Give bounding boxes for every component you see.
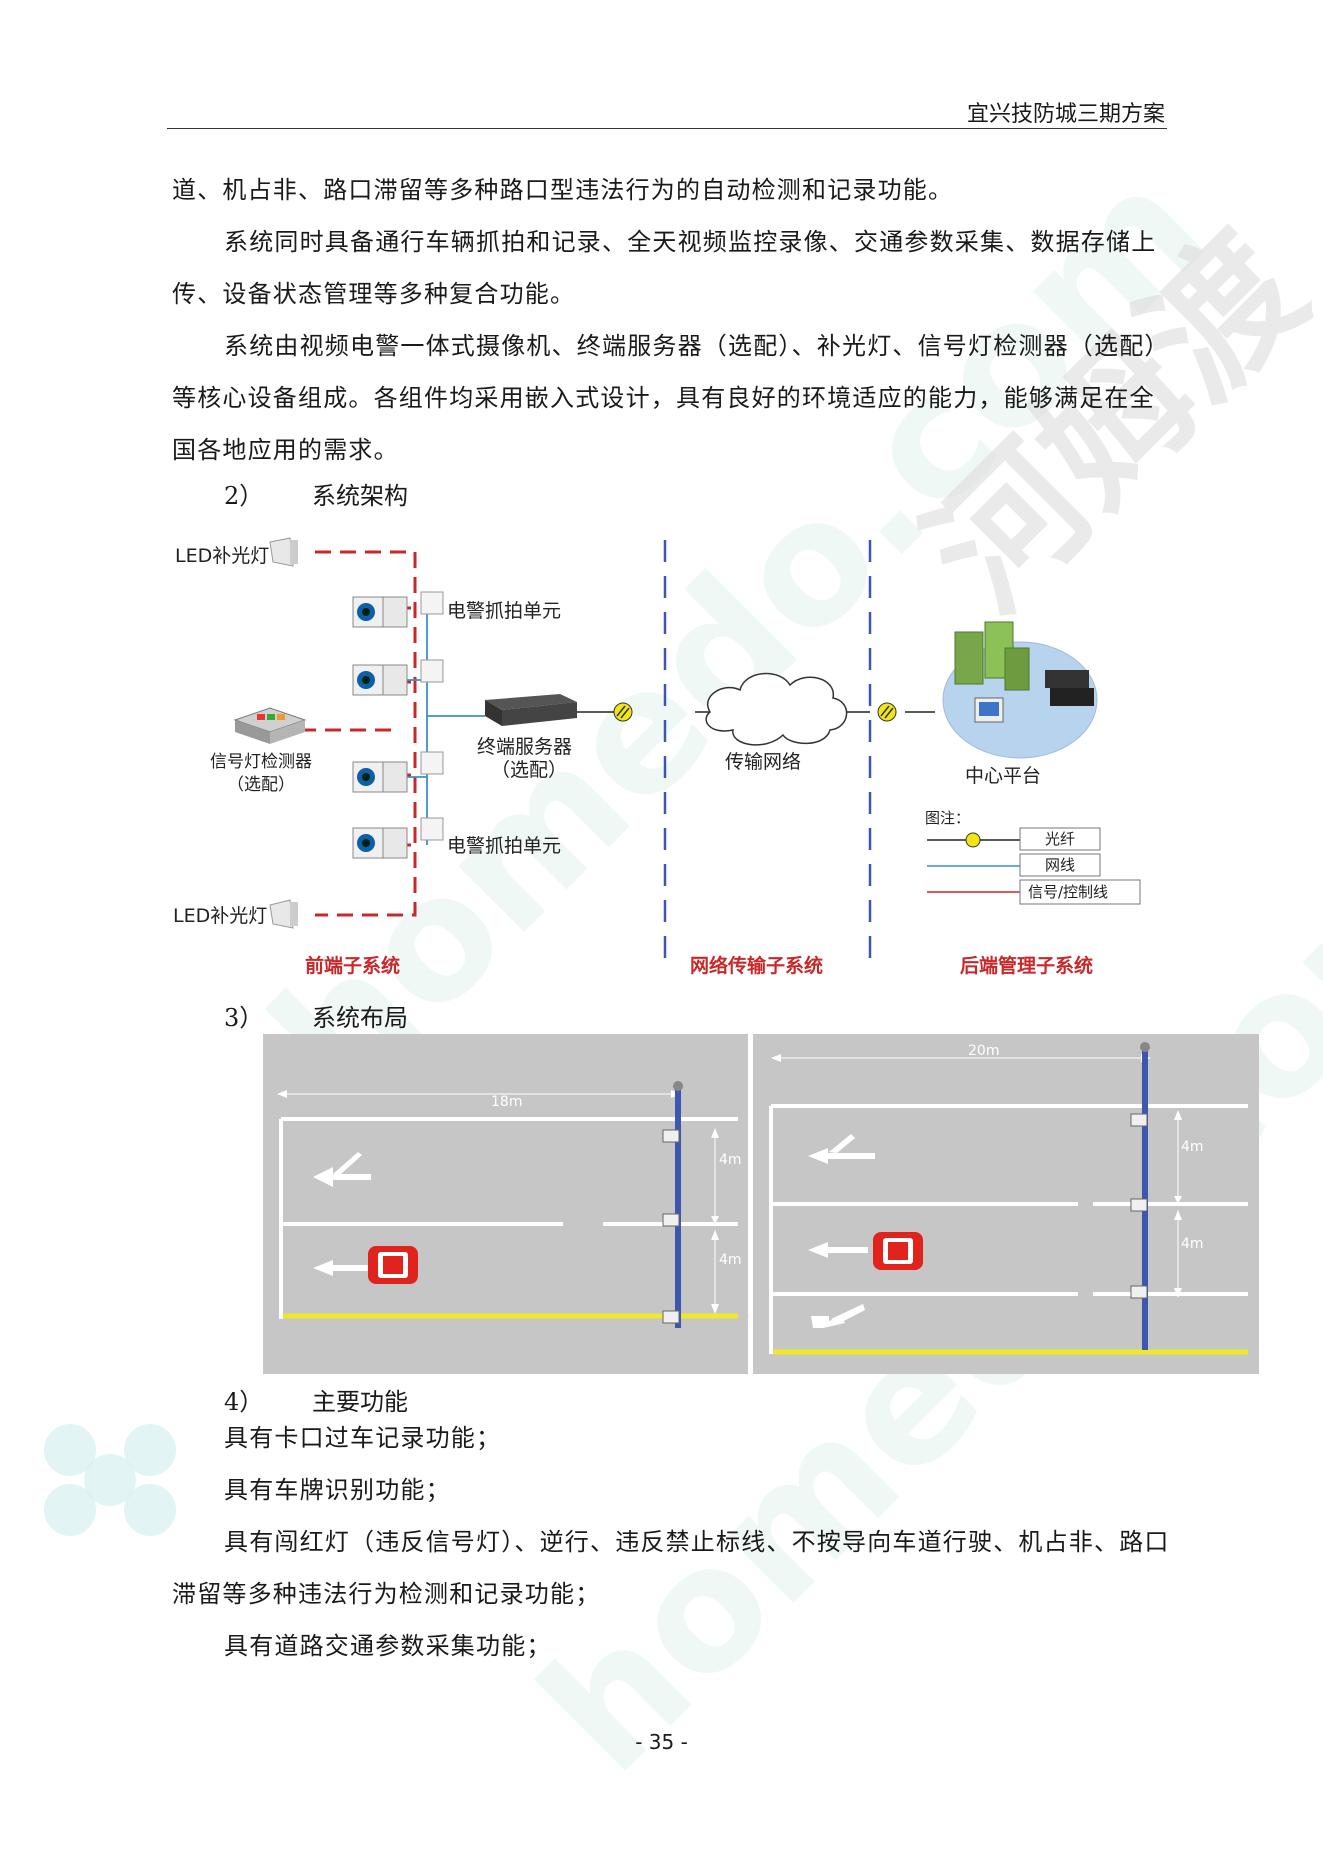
camera-icon — [1130, 1113, 1148, 1299]
led-light-icon — [269, 899, 298, 929]
legend: 光纤 网线 信号/控制线 — [927, 827, 1141, 905]
front-subsystem-label: 前端子系统 — [305, 954, 400, 977]
camera-icon — [352, 827, 408, 859]
function-text: 具有卡口过车记录功能； — [224, 1424, 502, 1452]
center-platform-label: 中心平台 — [965, 765, 1041, 787]
function-item-4: 具有道路交通参数采集功能； — [172, 1620, 1172, 1672]
section-title: 系统架构 — [312, 482, 408, 510]
header-divider — [167, 128, 1167, 129]
signal-detector-label: 信号灯检测器 — [210, 752, 312, 772]
led-bottom-label: LED补光灯 — [173, 905, 267, 927]
legend-signal-label: 信号/控制线 — [1028, 883, 1108, 901]
gap-label: 4m — [1181, 1139, 1204, 1155]
terminal-server-optional-label: （选配） — [491, 759, 567, 781]
section-heading-layout: 3） 系统布局 — [224, 998, 408, 1033]
right-layout: 20m 4m 4m — [769, 1042, 1248, 1355]
fiber-connector-icon — [965, 832, 981, 848]
car-icon — [368, 1246, 418, 1284]
camera-icon — [352, 596, 408, 628]
section-title: 主要功能 — [312, 1388, 408, 1416]
back-subsystem-label: 后端管理子系统 — [960, 954, 1093, 977]
subsystem-dividers — [663, 540, 872, 960]
paragraph-text: 系统由视频电警一体式摄像机、终端服务器（选配）、补光灯、信号灯检测器（选配）等核… — [172, 332, 1170, 464]
led-top-label: LED补光灯 — [175, 545, 269, 567]
network-subsystem-label: 网络传输子系统 — [690, 954, 823, 977]
function-text: 具有道路交通参数采集功能； — [224, 1632, 552, 1660]
paragraph-2: 系统同时具备通行车辆抓拍和记录、全天视频监控录像、交通参数采集、数据存储上传、设… — [172, 216, 1172, 320]
paragraph-3: 系统由视频电警一体式摄像机、终端服务器（选配）、补光灯、信号灯检测器（选配）等核… — [172, 320, 1172, 476]
legend-net-label: 网线 — [1045, 856, 1075, 874]
section-number: 4） — [224, 1388, 264, 1416]
section-number: 2） — [224, 482, 264, 510]
header-title: 宜兴技防城三期方案 — [966, 102, 1165, 127]
section-title: 系统布局 — [312, 1004, 408, 1032]
gap-label: 4m — [1181, 1236, 1204, 1252]
layout-diagram: 18m 4m 4m 20m — [263, 1034, 1259, 1374]
legend-fiber-label: 光纤 — [1045, 830, 1075, 848]
paragraph-1: 道、机占非、路口滞留等多种路口型违法行为的自动检测和记录功能。 — [172, 164, 1172, 216]
left-layout: 18m 4m 4m — [277, 1081, 742, 1328]
camera-icon — [352, 664, 408, 696]
function-text: 具有车牌识别功能； — [224, 1476, 451, 1504]
capture-unit-top-label: 电警抓拍单元 — [447, 600, 561, 622]
page-number: - 35 - — [635, 1730, 688, 1754]
fiber-connector-icon — [877, 702, 897, 722]
function-item-3: 具有闯红灯（违反信号灯）、逆行、违反禁止标线、不按导向车道行驶、机占非、路口滞留… — [172, 1516, 1172, 1620]
terminal-server-icon — [485, 694, 577, 726]
arrow-icon — [313, 1152, 371, 1187]
section-heading-architecture: 2） 系统架构 — [224, 476, 408, 511]
led-light-icon — [269, 537, 298, 567]
watermark-logo-icon — [44, 1424, 176, 1536]
distance-label: 18m — [491, 1094, 522, 1110]
terminal-server-label: 终端服务器 — [477, 736, 572, 758]
function-item-1: 具有卡口过车记录功能； — [172, 1412, 1172, 1464]
arrow-icon — [313, 1260, 368, 1276]
function-text: 具有闯红灯（违反信号灯）、逆行、违反禁止标线、不按导向车道行驶、机占非、路口滞留… — [172, 1528, 1170, 1608]
center-platform-icon — [942, 621, 1098, 759]
network-lines — [385, 610, 485, 845]
network-label: 传输网络 — [725, 751, 801, 773]
arrow-icon — [808, 1134, 875, 1164]
paragraph-text: 道、机占非、路口滞留等多种路口型违法行为的自动检测和记录功能。 — [172, 176, 954, 204]
camera-icon — [662, 1129, 680, 1324]
arrow-icon — [808, 1242, 868, 1258]
fiber-connector-icon — [613, 702, 633, 722]
distance-label: 20m — [968, 1043, 999, 1059]
user-box-icon — [420, 591, 444, 841]
camera-icon — [352, 761, 408, 793]
signal-detector-icon — [233, 707, 307, 744]
car-icon — [873, 1232, 923, 1270]
capture-unit-bottom-label: 电警抓拍单元 — [447, 835, 561, 857]
gap-label: 4m — [719, 1152, 742, 1168]
function-item-2: 具有车牌识别功能； — [172, 1464, 1172, 1516]
legend-title: 图注： — [925, 809, 970, 827]
section-heading-functions: 4） 主要功能 — [224, 1382, 408, 1417]
arrow-icon — [811, 1304, 865, 1328]
network-cloud-icon — [705, 672, 848, 746]
paragraph-text: 系统同时具备通行车辆抓拍和记录、全天视频监控录像、交通参数采集、数据存储上传、设… — [172, 228, 1157, 308]
camera-pole — [675, 1088, 681, 1328]
section-number: 3） — [224, 1004, 264, 1032]
architecture-diagram: LED补光灯 LED补光灯 电警抓拍单元 电警抓拍单元 信号灯检测器 （选配） … — [173, 537, 1141, 977]
signal-detector-optional-label: （选配） — [227, 775, 295, 795]
gap-label: 4m — [719, 1252, 742, 1268]
